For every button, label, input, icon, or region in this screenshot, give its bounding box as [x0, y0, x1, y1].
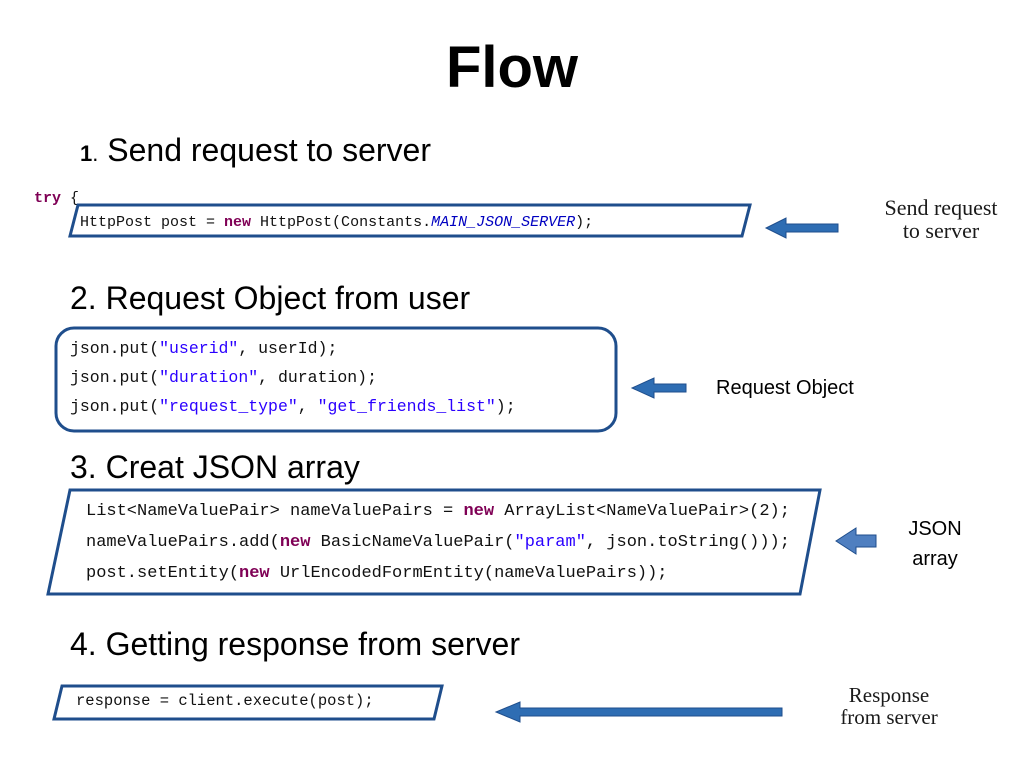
code-block-4: response = client.execute(post); [76, 692, 374, 710]
step-1-number: 1 [80, 141, 93, 166]
code-block-1: HttpPost post = new HttpPost(Constants.M… [80, 214, 594, 231]
code-try: try { [34, 190, 80, 207]
slide-title: Flow [445, 35, 579, 100]
annotation-response-from-server: Response from server [840, 683, 938, 730]
code-block-3: List<NameValuePair> nameValuePairs = new… [86, 502, 790, 583]
annotation-json-array: JSON array [908, 518, 962, 570]
step-1-heading: 1. Send request to server [80, 132, 431, 168]
annotation-request-object: Request Object [716, 377, 854, 399]
step-1-label: Send request to server [107, 132, 431, 168]
code-block-2: json.put("userid", userId);json.put("dur… [70, 339, 516, 416]
annotation-send-request: Send request to server [884, 195, 998, 244]
step-3-heading: 3. Creat JSON array [70, 449, 360, 485]
step-4-heading: 4. Getting response from server [70, 626, 520, 662]
step-2-heading: 2. Request Object from user [70, 280, 471, 316]
